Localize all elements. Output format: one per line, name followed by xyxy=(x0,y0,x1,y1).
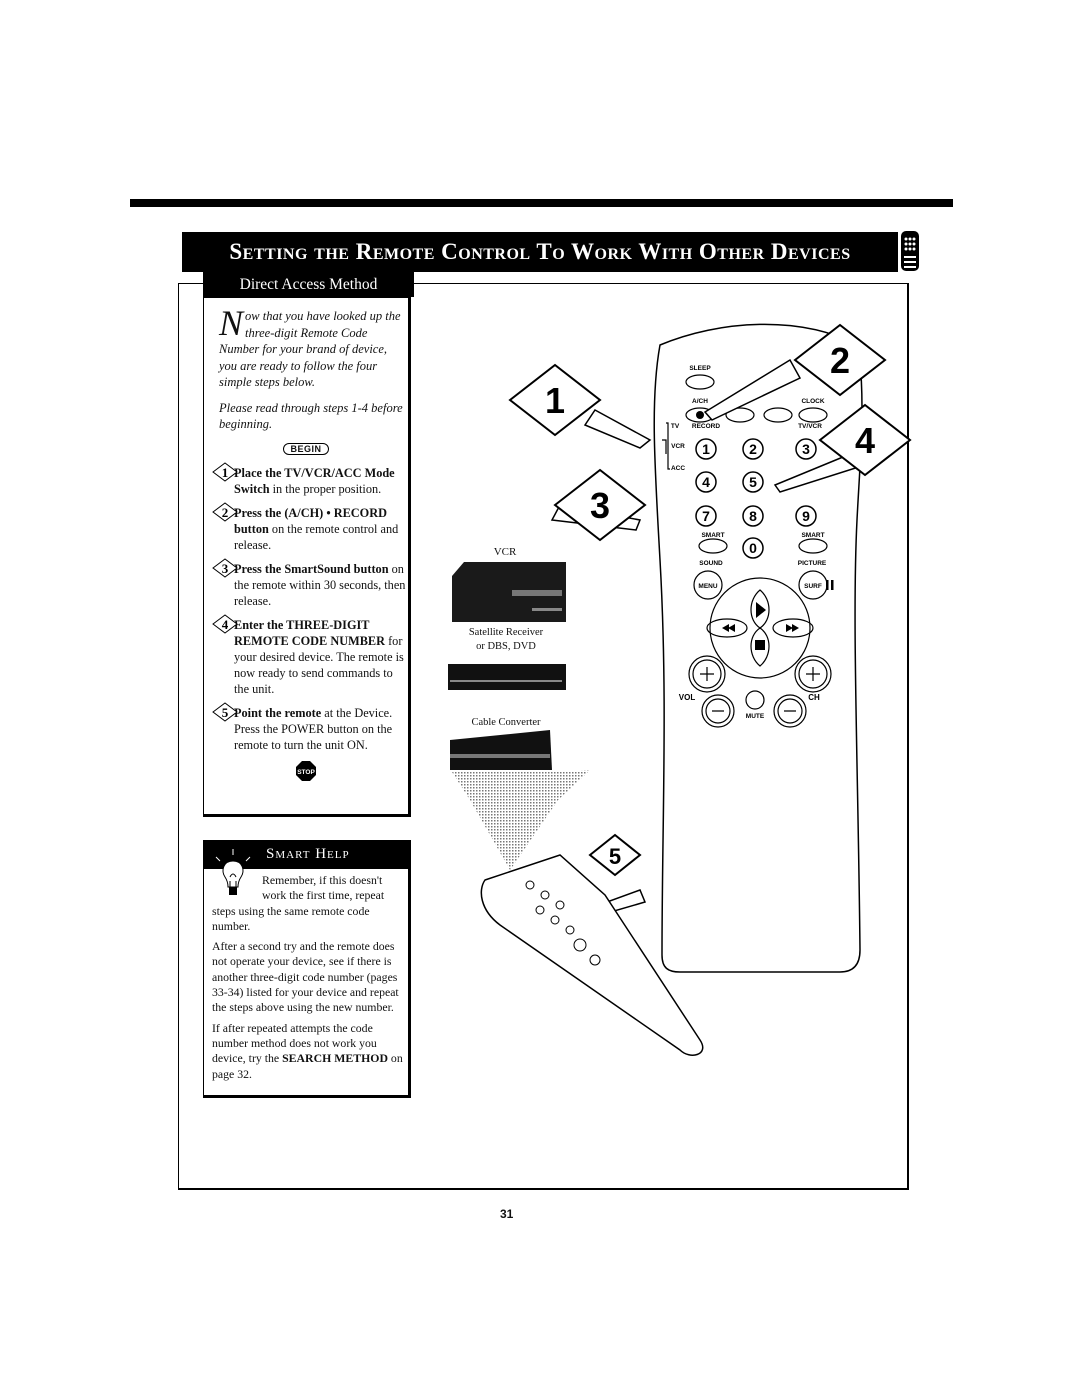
ach-label: A/CH xyxy=(692,398,708,405)
menu-button: MENU xyxy=(698,583,717,590)
help-p1: Remember, if this doesn't work the first… xyxy=(212,873,407,934)
digit-3-button: 3 xyxy=(802,441,810,457)
remote-illustration: SLEEP A/CH CLOCK RECORD TV/VCR TV VCR AC… xyxy=(480,323,912,1056)
digit-7-button: 7 xyxy=(702,508,710,524)
help-p3-end: on page 32. xyxy=(212,1051,403,1081)
step-3: 3 Press the SmartSound button on the rem… xyxy=(212,557,406,609)
vcr-device xyxy=(452,562,566,622)
callout-1: 1 xyxy=(545,380,565,421)
vol-label: VOL xyxy=(679,693,696,702)
top-rule xyxy=(130,199,953,207)
intro-body: ow that you have looked up the three-dig… xyxy=(219,309,401,389)
step-number-icon: 4 xyxy=(212,613,238,634)
step-number-icon: 1 xyxy=(212,461,238,482)
step-number: 1 xyxy=(222,465,229,480)
step-2: 2 Press the (A/CH) • RECORD button on th… xyxy=(212,501,406,553)
step-number: 4 xyxy=(222,617,229,632)
digit-1-button: 1 xyxy=(702,441,710,457)
satellite-receiver-device xyxy=(448,664,566,690)
step-text: on the remote within 30 seconds, then re… xyxy=(234,561,406,608)
step-text: on the remote control and release. xyxy=(234,521,399,552)
steps-list: 1 Place the TV/VCR/ACC Mode Switch in th… xyxy=(212,461,406,753)
clock-label: CLOCK xyxy=(801,398,824,405)
surf-button: SURF xyxy=(804,583,822,590)
step-text: at the Device. Press the POWER button on… xyxy=(234,705,393,752)
smart-help-title: Smart Help xyxy=(266,846,350,862)
digit-0-button: 0 xyxy=(749,540,757,556)
page-number: 31 xyxy=(500,1207,514,1221)
satellite-label-2: or DBS, DVD xyxy=(476,641,536,652)
smart-help-panel: Smart Help Remember, if this doesn't wor… xyxy=(203,840,411,1098)
step-number: 2 xyxy=(222,505,229,520)
callout-4: 4 xyxy=(855,420,875,461)
step-number-icon: 3 xyxy=(212,557,238,578)
step-bold: Point the remote xyxy=(234,705,322,720)
step-text: for your desired device. The remote is n… xyxy=(234,633,404,696)
remote-icon xyxy=(901,231,919,271)
vcr-switch-label: VCR xyxy=(671,443,685,450)
step-bold: Press the (A/CH) • RECORD button xyxy=(234,505,387,536)
help-p3-text: If after repeated attempts the code numb… xyxy=(212,1020,377,1066)
digit-4-button: 4 xyxy=(702,474,710,490)
help-p1-text: Remember, if this doesn't work the first… xyxy=(212,873,385,933)
section-tab: Direct Access Method xyxy=(203,272,414,297)
step-text: in the proper position. xyxy=(269,481,382,496)
smart-picture-label: SMART xyxy=(801,532,824,539)
step-4: 4 Enter the THREE-DIGIT REMOTE CODE NUMB… xyxy=(212,613,406,697)
acc-label: ACC xyxy=(671,465,685,472)
sleep-label: SLEEP xyxy=(689,365,711,372)
page-title: Setting the Remote Control To Work With … xyxy=(182,232,898,272)
intro-note: Please read through steps 1-4 before beg… xyxy=(219,400,403,432)
digit-8-button: 8 xyxy=(749,508,757,524)
digit-9-button: 9 xyxy=(802,508,810,524)
record-label: RECORD xyxy=(692,423,720,430)
mute-label: MUTE xyxy=(746,713,765,720)
step-5: 5 Point the remote at the Device. Press … xyxy=(212,701,406,753)
step-bold: Place the TV/VCR/ACC Mode Switch xyxy=(234,465,395,496)
ch-label: CH xyxy=(808,693,820,702)
step-number: 5 xyxy=(222,705,229,720)
stop-label: STOP xyxy=(297,769,315,776)
smart-sound-label: SMART xyxy=(701,532,724,539)
begin-row: BEGIN xyxy=(204,439,408,457)
step-number-icon: 2 xyxy=(212,501,238,522)
callout-2: 2 xyxy=(830,340,850,381)
step-1: 1 Place the TV/VCR/ACC Mode Switch in th… xyxy=(212,461,406,497)
lightbulb-icon xyxy=(215,849,251,895)
step-bold: Press the SmartSound button xyxy=(234,561,389,576)
step-number: 3 xyxy=(222,561,229,576)
digit-2-button: 2 xyxy=(749,441,757,457)
tv-label: TV xyxy=(671,423,680,430)
help-p3: If after repeated attempts the code numb… xyxy=(212,1021,407,1082)
stop-row: STOP xyxy=(204,760,408,786)
picture-label: PICTURE xyxy=(798,560,827,567)
satellite-label-1: Satellite Receiver xyxy=(468,627,544,638)
callout-3: 3 xyxy=(590,485,610,526)
begin-badge: BEGIN xyxy=(283,442,329,455)
step-number-icon: 5 xyxy=(212,701,238,722)
help-p2: After a second try and the remote does n… xyxy=(212,939,399,1015)
stop-sign-icon: STOP xyxy=(296,760,316,781)
digit-5-button: 5 xyxy=(749,474,757,490)
callout-5: 5 xyxy=(609,844,621,869)
cable-converter-device xyxy=(450,730,590,870)
tvvcr-label: TV/VCR xyxy=(798,423,822,430)
dropcap: N xyxy=(219,303,244,343)
search-method-link[interactable]: SEARCH METHOD xyxy=(282,1051,388,1066)
step-bold: Enter the THREE-DIGIT REMOTE CODE NUMBER xyxy=(234,617,385,648)
content-frame xyxy=(178,283,909,1190)
vcr-label: VCR xyxy=(493,546,517,558)
sound-label: SOUND xyxy=(699,560,723,567)
cable-converter-label: Cable Converter xyxy=(471,717,541,728)
